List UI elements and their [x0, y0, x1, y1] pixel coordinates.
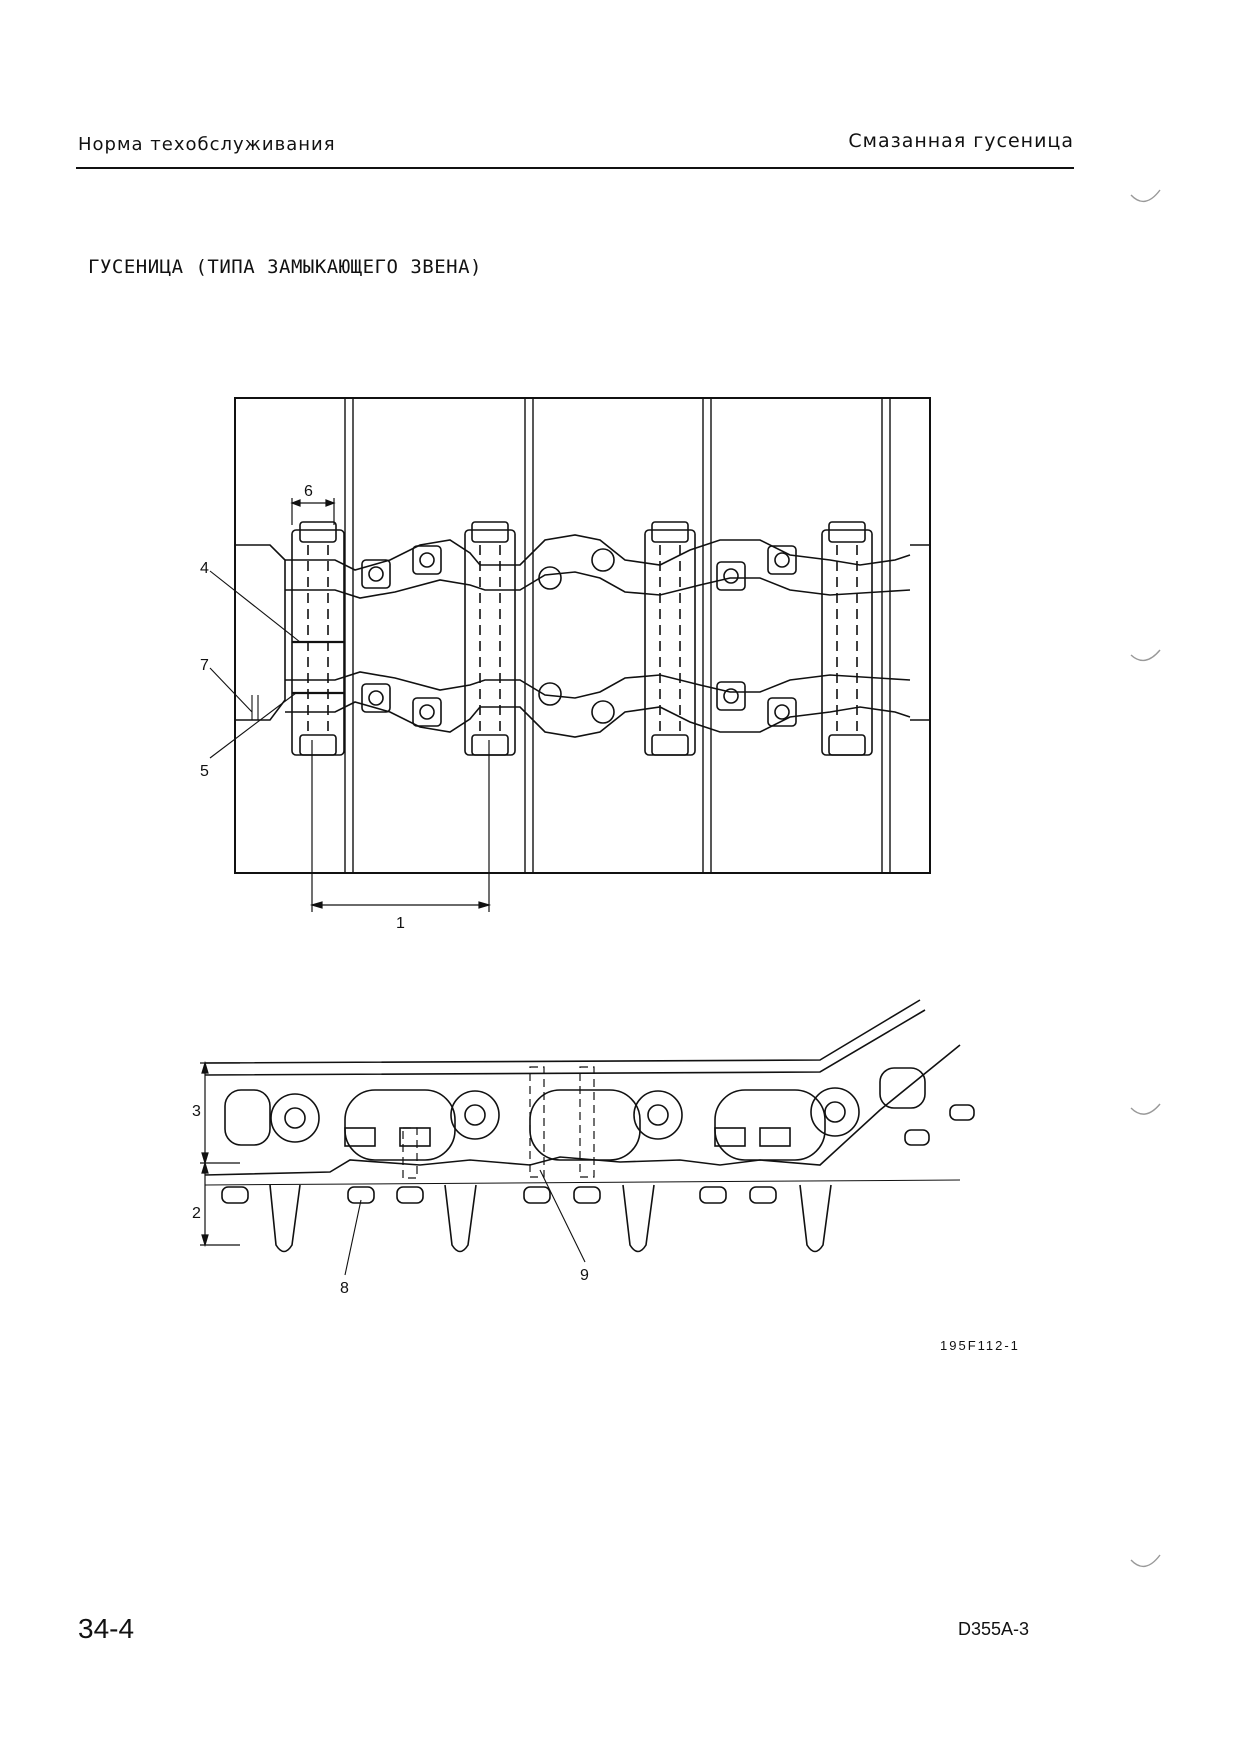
- track-top-view: [209, 397, 931, 912]
- header-section-name: Норма техобслуживания: [78, 134, 336, 155]
- section-title: ГУСЕНИЦА (ТИПА ЗАМЫКАЮЩЕГО ЗВЕНА): [88, 256, 482, 278]
- leader-lines-top: [209, 570, 301, 759]
- dimension-6-marker: [290, 498, 336, 525]
- label-5: 5: [200, 763, 209, 780]
- label-8: 8: [340, 1280, 349, 1297]
- label-3: 3: [192, 1103, 201, 1120]
- shoe-bolts: [361, 545, 797, 727]
- lower-link-rail: [285, 671, 911, 738]
- label-4: 4: [200, 560, 209, 577]
- label-9: 9: [580, 1267, 589, 1284]
- height-dimensions: [200, 1060, 240, 1248]
- upper-link-rail: [285, 534, 911, 599]
- pin-assembly-3: [644, 521, 696, 756]
- shoe-nuts: [221, 1104, 975, 1204]
- dimension-1-marker: [309, 740, 492, 912]
- link-cavities: [224, 1067, 926, 1161]
- header-divider: [76, 167, 1074, 169]
- label-6: 6: [304, 483, 313, 500]
- header-topic-name: Смазанная гусеница: [848, 130, 1074, 152]
- machine-model: D355A-3: [958, 1619, 1030, 1639]
- pin-assembly-4: [821, 521, 873, 756]
- pin-assembly-1: [291, 521, 345, 756]
- label-7: 7: [200, 657, 209, 674]
- shoe-grousers: [344, 398, 891, 873]
- leader-lines-side: [344, 1169, 586, 1276]
- track-side-view: [200, 999, 975, 1276]
- pin-assembly-2: [464, 521, 516, 756]
- label-2: 2: [192, 1205, 201, 1222]
- pin-bosses: [270, 1087, 860, 1143]
- label-1: 1: [396, 915, 405, 932]
- figure-code: 195F112-1: [940, 1338, 1020, 1353]
- page-number: 34-4: [78, 1613, 135, 1644]
- margin-tick-marks: [1130, 189, 1161, 1568]
- master-link-bolts: [402, 1066, 595, 1179]
- grouser-teeth: [269, 1184, 832, 1253]
